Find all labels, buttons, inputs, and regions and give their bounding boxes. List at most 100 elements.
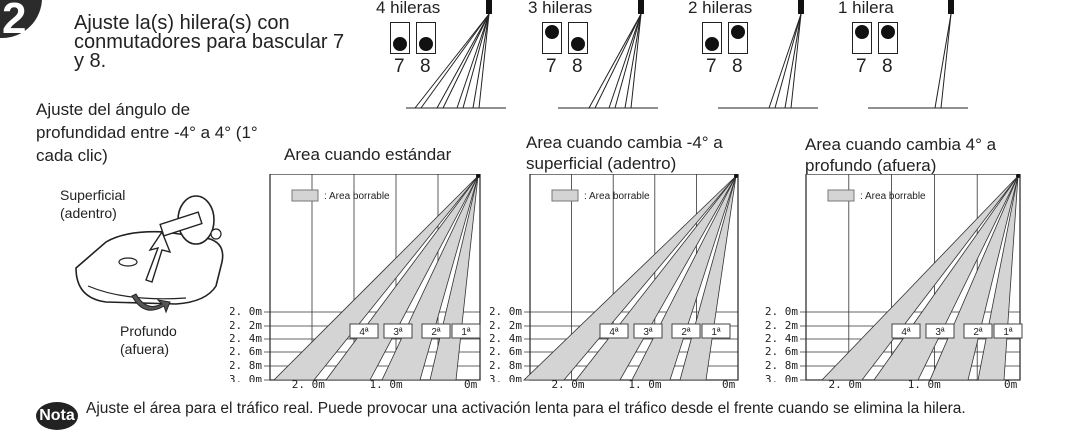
beam-pattern-icon — [718, 0, 818, 109]
height-label: 3. 0m — [230, 373, 262, 382]
row-tag-box — [421, 323, 451, 339]
legend-swatch — [291, 189, 319, 202]
distance-label: 0m — [722, 378, 736, 391]
row-tag-box — [383, 323, 413, 339]
angle-instruction: Ajuste del ángulo de profundidad entre -… — [36, 100, 258, 165]
row-tag-box — [701, 323, 731, 339]
note-text: Ajuste el área para el tráfico real. Pue… — [86, 400, 966, 417]
row-tag-label: 2ª — [681, 327, 691, 338]
dip-switch-7 — [390, 22, 410, 54]
height-label: 2. 4m — [765, 332, 798, 345]
row-tag-label: 1ª — [1003, 327, 1013, 338]
dip-switch-8 — [728, 22, 748, 54]
depth-knob-illustration — [75, 195, 224, 314]
row-tag-box — [891, 323, 921, 339]
row-tag-label: 3ª — [935, 327, 945, 338]
distance-label: 1. 0m — [628, 378, 662, 391]
height-label: 2. 0m — [765, 305, 798, 318]
height-label: 2. 8m — [490, 359, 522, 372]
area-title-deep: Area cuando cambia 4° a profundo (afuera… — [805, 135, 997, 175]
distance-label: 2. 0m — [828, 378, 862, 391]
switch-knob-icon — [705, 37, 719, 51]
switch-number: 8 — [882, 56, 893, 77]
dip-switch-7 — [542, 22, 562, 54]
switch-knob-icon — [731, 25, 745, 39]
switch-config-label: 4 hileras — [376, 0, 441, 17]
legend-label: : Area borrable — [324, 191, 390, 202]
switch-config-label: 3 hileras — [528, 0, 593, 17]
switch-config-label: 2 hileras — [688, 0, 753, 17]
row-tag-label: 4ª — [609, 327, 619, 338]
height-label: 2. 2m — [490, 319, 522, 332]
height-label: 2. 0m — [230, 305, 262, 318]
height-label: 2. 8m — [765, 359, 798, 372]
switch-knob-icon — [571, 37, 585, 51]
height-label: 3. 0m — [765, 373, 798, 382]
row-tag-box — [349, 323, 379, 339]
dip-switch-7 — [702, 22, 722, 54]
detection-beam-4 — [821, 175, 1019, 381]
row-tag-label: 4ª — [901, 327, 911, 338]
distance-label: 0m — [464, 378, 478, 391]
row-tag-box — [451, 323, 481, 339]
switch-knob-icon — [881, 25, 895, 39]
height-label: 2. 8m — [230, 359, 262, 372]
switch-number: 7 — [546, 56, 557, 77]
height-label: 2. 4m — [490, 332, 522, 345]
switch-number: 8 — [420, 56, 431, 77]
row-tag-label: 1ª — [461, 327, 471, 338]
note-badge: Nota — [36, 402, 78, 430]
legend-swatch — [551, 189, 579, 202]
switch-number: 7 — [856, 56, 867, 77]
dip-switch-7 — [852, 22, 872, 54]
row-tag-box — [925, 323, 955, 339]
height-label: 2. 4m — [230, 332, 262, 345]
switch-knob-icon — [855, 25, 869, 39]
switch-number: 7 — [394, 56, 405, 77]
detection-beam-4 — [273, 175, 479, 381]
dip-switch-8 — [416, 22, 436, 54]
detection-beam-4 — [523, 175, 737, 381]
switch-knob-icon — [545, 25, 559, 39]
sensor-icon — [734, 174, 738, 178]
switch-knob-icon — [393, 37, 407, 51]
row-tag-box — [963, 323, 993, 339]
row-tag-box — [599, 323, 629, 339]
row-tag-label: 1ª — [711, 327, 721, 338]
height-label: 2. 2m — [765, 319, 798, 332]
knob-bottom-label: Profundo (afuera) — [120, 323, 177, 357]
distance-label: 0m — [1004, 378, 1018, 391]
switch-number: 7 — [706, 56, 717, 77]
height-label: 2. 6m — [765, 345, 798, 358]
legend-label: : Area borrable — [584, 191, 650, 202]
step-number: 2 — [2, 0, 27, 43]
row-tag-label: 2ª — [973, 327, 983, 338]
beam-pattern-icon — [868, 0, 968, 109]
switch-config-label: 1 hilera — [838, 0, 894, 17]
rows-instruction: Ajuste la(s) hilera(s) con conmutadores … — [74, 12, 345, 72]
dip-switch-8 — [568, 22, 588, 54]
switch-number: 8 — [572, 56, 583, 77]
distance-label: 2. 0m — [291, 378, 325, 391]
distance-label: 1. 0m — [369, 378, 403, 391]
dip-switch-8 — [878, 22, 898, 54]
knob-top-label: Superficial (adentro) — [60, 187, 126, 221]
distance-label: 2. 0m — [551, 378, 585, 391]
switch-number: 8 — [732, 56, 743, 77]
area-title-standard: Area cuando estándar — [284, 145, 452, 164]
height-label: 2. 6m — [230, 345, 262, 358]
height-label: 2. 2m — [230, 319, 262, 332]
row-tag-label: 3ª — [393, 327, 403, 338]
legend-swatch — [827, 189, 855, 202]
height-label: 2. 6m — [490, 345, 522, 358]
row-tag-label: 4ª — [359, 327, 369, 338]
switch-knob-icon — [419, 37, 433, 51]
sensor-icon — [476, 174, 480, 178]
row-tag-box — [671, 323, 701, 339]
